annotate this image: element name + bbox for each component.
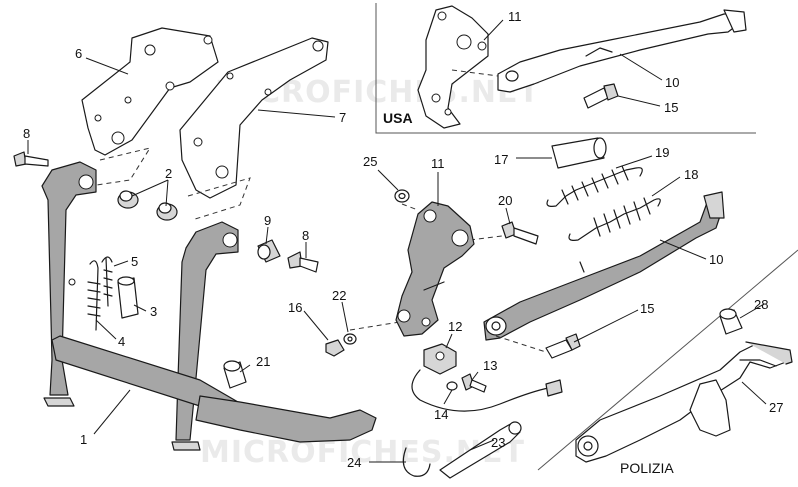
part-13-screw <box>461 373 487 393</box>
callout-2: 2 <box>165 166 172 181</box>
part-10-usa-sidestand <box>497 9 747 93</box>
part-7-bracket-plate <box>179 37 329 199</box>
polizia-inset-label: POLIZIA <box>620 460 674 476</box>
part-12-switch <box>423 343 457 375</box>
part-16-nut <box>325 339 345 357</box>
callout-15-main: 15 <box>640 301 654 316</box>
callout-22: 22 <box>332 288 346 303</box>
callout-21: 21 <box>256 354 270 369</box>
part-15-main-bolt <box>545 333 581 359</box>
callout-10-main: 10 <box>709 252 723 267</box>
assembly-line-bracket <box>349 203 503 331</box>
part-8-bolt-right <box>287 251 319 273</box>
callout-17: 17 <box>494 152 508 167</box>
callout-11-usa: 11 <box>508 9 522 24</box>
part-19-spring-upper <box>546 165 643 207</box>
part-11-usa-bracket <box>417 5 489 129</box>
part-28-pad <box>719 308 743 335</box>
assembly-line-usa <box>451 69 499 77</box>
part-14-washer <box>446 381 458 391</box>
callouts: 6 7 8 2 9 8 5 3 4 21 1 16 22 25 11 12 13… <box>23 9 783 470</box>
part-4-spring-large <box>87 260 101 331</box>
callout-28: 28 <box>754 297 768 312</box>
part-17-roller <box>551 137 607 169</box>
callout-16: 16 <box>288 300 302 315</box>
part-27-polizia-sidestand <box>575 341 793 463</box>
assembly-line-sidestand <box>495 335 547 353</box>
leader-lines <box>27 19 767 463</box>
callout-24: 24 <box>347 455 361 470</box>
part-25-washer <box>394 189 410 203</box>
part-10-main-sidestand <box>483 191 725 341</box>
part-18-spring-lower <box>568 197 661 241</box>
callout-9: 9 <box>264 213 271 228</box>
part-11-sidestand-bracket <box>395 201 475 337</box>
callout-15-usa: 15 <box>664 100 678 115</box>
part-2-bushing-a <box>117 190 139 209</box>
part-23-rubber-tube <box>439 421 522 479</box>
part-20-bolt <box>501 221 539 245</box>
switch-connector <box>545 379 563 397</box>
callout-18: 18 <box>684 167 698 182</box>
callout-19: 19 <box>655 145 669 160</box>
part-1-center-stand <box>41 161 377 451</box>
part-5-spring-small <box>101 256 113 307</box>
callout-7: 7 <box>339 110 346 125</box>
callout-14: 14 <box>434 407 448 422</box>
callout-1: 1 <box>80 432 87 447</box>
assembly-line-right <box>187 177 251 221</box>
part-9-spacer <box>257 239 281 263</box>
callout-23: 23 <box>491 435 505 450</box>
polizia-inset-frame <box>537 249 798 471</box>
switch-wire <box>411 369 549 412</box>
part-21-rubber-pad <box>223 360 247 389</box>
callout-8-right: 8 <box>302 228 309 243</box>
part-2-bushing-b <box>156 202 178 221</box>
callout-13: 13 <box>483 358 497 373</box>
callout-3: 3 <box>150 304 157 319</box>
part-3-sleeve <box>117 276 139 319</box>
part-8-bolt-left <box>13 151 49 167</box>
usa-inset-label: USA <box>383 110 413 126</box>
usa-inset-frame <box>375 3 756 134</box>
callout-12: 12 <box>448 319 462 334</box>
callout-25: 25 <box>363 154 377 169</box>
part-22-washer <box>343 333 357 345</box>
callout-10-usa: 10 <box>665 75 679 90</box>
assembly-line-left <box>89 147 152 187</box>
callout-27: 27 <box>769 400 783 415</box>
callout-5: 5 <box>131 254 138 269</box>
callout-20: 20 <box>498 193 512 208</box>
callout-6: 6 <box>75 46 82 61</box>
callout-11-main: 11 <box>431 156 445 171</box>
part-24-clip <box>402 447 431 477</box>
part-6-bracket-plate <box>81 27 219 156</box>
part-15-usa-bolt <box>583 83 619 109</box>
callout-8-left: 8 <box>23 126 30 141</box>
callout-4: 4 <box>118 334 125 349</box>
